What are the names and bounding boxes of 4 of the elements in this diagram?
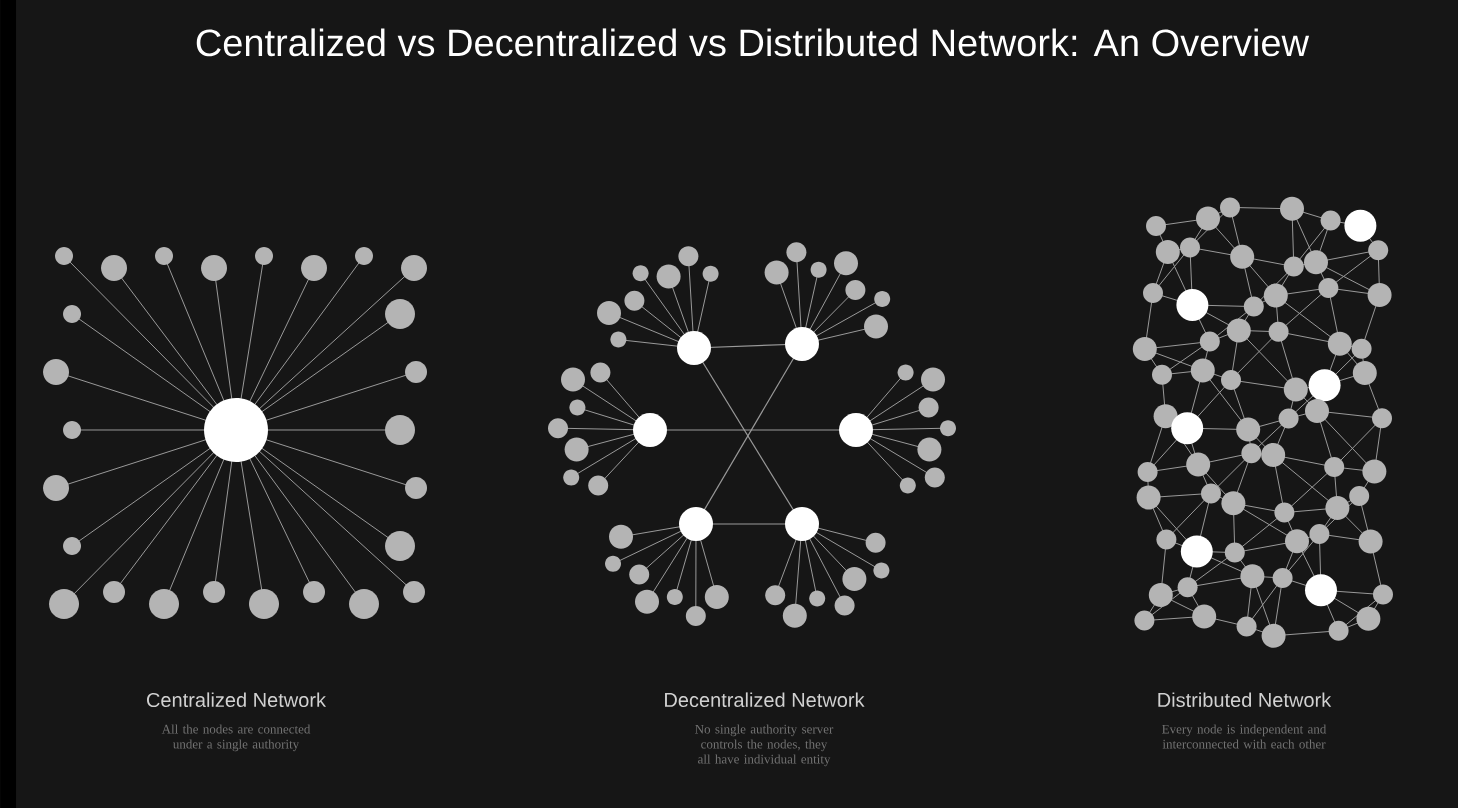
network-caption: Decentralized Network xyxy=(665,692,865,708)
network-caption: Centralized Network xyxy=(147,692,327,708)
network-caption: Distributed Network xyxy=(1158,692,1332,708)
title: Centralized vs Decentralized vs Distributed Network: An Overview xyxy=(196,28,1310,57)
